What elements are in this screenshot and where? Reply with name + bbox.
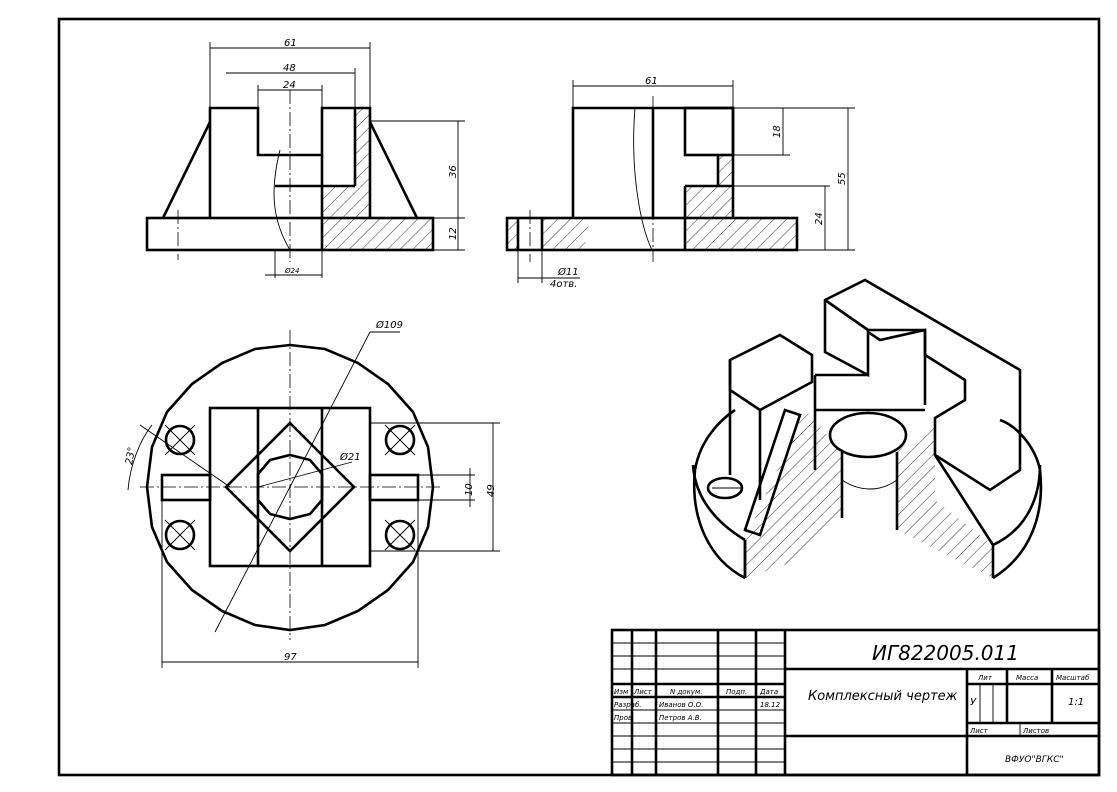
- top-dim-inner-diameter: Ø21: [339, 451, 361, 463]
- top-dim-square: 49: [486, 484, 497, 497]
- scale-label: Масштаб: [1056, 674, 1090, 682]
- row-checker: Пров.: [614, 714, 634, 722]
- col-izm: Изм: [614, 688, 629, 696]
- front-dim-48: 48: [283, 63, 296, 74]
- title-block: ИГ822005.011 Комплексный чертеж ВФУО"ВГК…: [610, 628, 1101, 777]
- front-view: 61 48 24 36 12 Ø24: [145, 38, 465, 278]
- top-dim-slot: 10: [464, 483, 475, 496]
- side-dim-hole-count: 4отв.: [550, 279, 577, 290]
- drawing-title: Комплексный чертеж: [808, 689, 958, 704]
- row-developer: Разраб.: [614, 701, 642, 709]
- front-dim-bore: Ø24: [284, 267, 299, 275]
- developer-name: Иванов О.О.: [659, 701, 703, 709]
- side-dim-55: 55: [837, 172, 848, 185]
- side-dim-24: 24: [814, 212, 825, 225]
- top-dim-base-width: 97: [284, 652, 297, 663]
- side-view: 61 18 55 24 Ø11 4отв.: [505, 76, 855, 290]
- top-dim-angle: 23°: [124, 446, 138, 465]
- col-doc: N докум.: [670, 688, 702, 696]
- side-dim-18: 18: [772, 125, 783, 138]
- mass-label: Масса: [1016, 674, 1038, 682]
- designation: ИГ822005.011: [872, 641, 1019, 665]
- side-dim-hole: Ø11: [557, 266, 579, 278]
- top-dim-outer-diameter: Ø109: [375, 319, 403, 331]
- lit-value: У: [970, 697, 977, 708]
- sheet-label: Лист: [969, 727, 989, 735]
- checker-name: Петров А.В.: [659, 714, 702, 722]
- col-sign: Подп.: [726, 688, 747, 696]
- col-date: Дата: [759, 688, 778, 696]
- front-dim-24: 24: [283, 80, 296, 91]
- front-dim-36: 36: [448, 165, 459, 178]
- front-dim-61: 61: [284, 38, 297, 49]
- developer-date: 18.12: [760, 701, 781, 709]
- front-dim-12: 12: [448, 227, 459, 240]
- lit-label: Лит: [977, 674, 993, 682]
- isometric-view: [691, 278, 1043, 580]
- organization: ВФУО"ВГКС": [1005, 755, 1064, 765]
- drawing-frame: [57, 17, 1101, 777]
- sheets-label: Листов: [1022, 727, 1049, 735]
- side-dim-61: 61: [645, 76, 658, 87]
- top-view: Ø109 Ø21 23° 10 49 97: [124, 319, 500, 668]
- col-list: Лист: [633, 688, 653, 696]
- scale-value: 1:1: [1068, 697, 1084, 708]
